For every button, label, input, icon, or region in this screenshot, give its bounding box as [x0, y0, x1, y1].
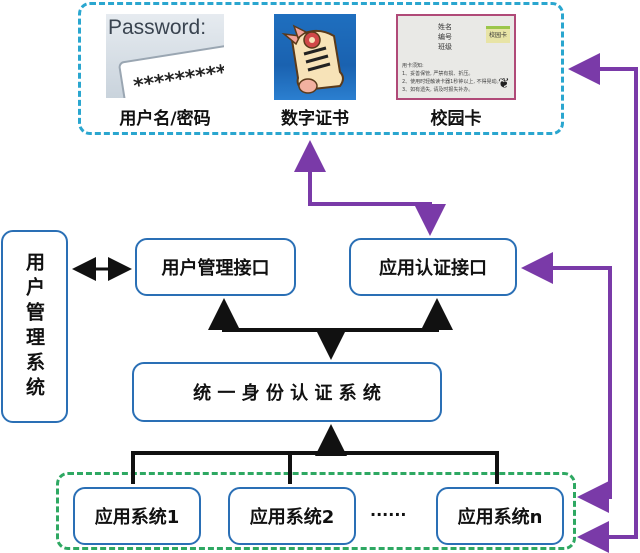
flame-logo-icon: ❦: [498, 76, 510, 92]
card-notice-line: 1、妥善保管, 严禁有损、折压。: [402, 71, 474, 77]
card-notice-line: 3、如有遗失, 请及时报失补办。: [402, 87, 474, 93]
bus-from-app-systems: [131, 451, 499, 484]
purple-link-apps-to-auth-interface: [521, 252, 612, 499]
password-label-text: Password:: [108, 16, 207, 39]
campus-card-icon: 姓名 编号 班级 校园卡 用卡须知: 1、妥善保管, 严禁有损、折压。 2、使用…: [396, 14, 516, 100]
card-notice-line: 2、使用时轻触读卡器1秒钟以上, 不得晃动。: [402, 79, 502, 85]
password-field-icon: Password: *********: [106, 14, 224, 98]
app-system-1-box: 应用系统1: [73, 487, 201, 545]
card-notice: 用卡须知: 1、妥善保管, 严禁有损、折压。 2、使用时轻触读卡器1秒钟以上, …: [402, 62, 502, 94]
purple-link-apps-to-methods: [568, 53, 638, 539]
app-system-2-box: 应用系统2: [228, 487, 356, 545]
unified-identity-auth-system-box: 统 一 身 份 认 证 系 统: [132, 362, 442, 422]
card-fields: 姓名 编号 班级: [438, 22, 452, 52]
caption-campus-card: 校园卡: [430, 109, 482, 129]
certificate-scroll-icon: [274, 14, 356, 100]
ellipsis-more-systems: ······: [370, 505, 407, 524]
user-management-system-box: 用户管理系统: [1, 230, 68, 423]
purple-link-auth-to-methods: [294, 140, 432, 228]
app-system-n-box: 应用系统n: [436, 487, 564, 545]
card-badge: 校园卡: [486, 26, 510, 43]
card-notice-title: 用卡须知:: [402, 63, 424, 69]
user-management-interface-box: 用户管理接口: [135, 238, 296, 296]
authentication-methods-group: [78, 2, 564, 135]
card-field-class: 班级: [438, 43, 452, 51]
app-auth-interface-box: 应用认证接口: [349, 238, 517, 296]
caption-digital-certificate: 数字证书: [281, 109, 349, 129]
card-field-name: 姓名: [438, 23, 452, 31]
application-systems-group: [56, 472, 576, 550]
purple-link-methods-to-auth: [310, 202, 446, 236]
card-field-id: 编号: [438, 33, 452, 41]
caption-username-password: 用户名/密码: [119, 109, 211, 129]
